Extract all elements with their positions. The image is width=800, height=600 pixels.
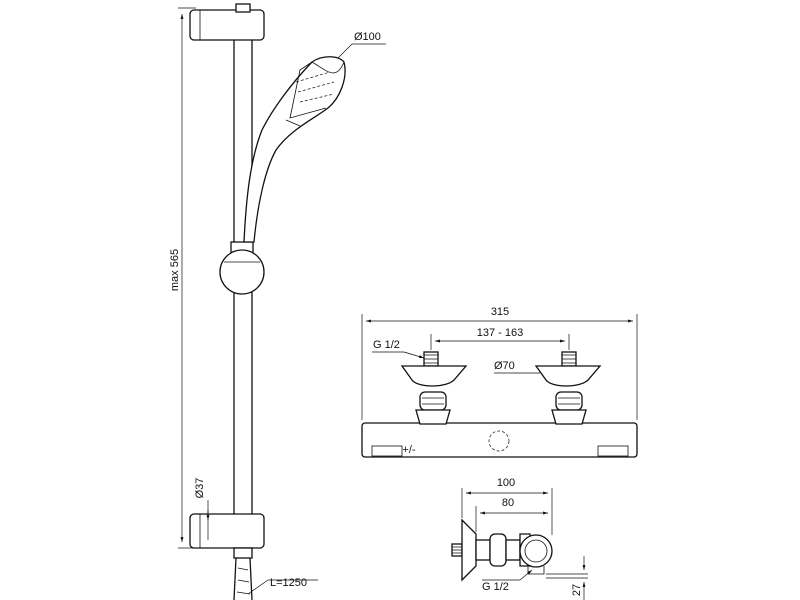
rail-diameter-label: Ø37 <box>194 478 206 499</box>
shower-rail-set <box>189 3 346 600</box>
hose-length-leader: L=1250 <box>247 577 318 595</box>
rail-height-label: max 565 <box>169 249 181 291</box>
hand-shower <box>243 56 346 243</box>
centers-range-label: 137 - 163 <box>477 327 523 339</box>
hot-marker: +/- <box>402 444 415 456</box>
outlet-height-label: 27 <box>571 584 583 596</box>
side-inner-label: 80 <box>502 497 514 509</box>
head-diameter-leader: Ø100 <box>337 31 386 59</box>
top-wall-bracket <box>189 3 265 41</box>
side-dimensions: 100 80 27 G 1/2 <box>461 477 588 600</box>
rail-dimensions: max 565 Ø37 <box>169 7 210 549</box>
outlet-circle <box>488 430 510 452</box>
mixer-side-view <box>451 518 553 582</box>
side-total-label: 100 <box>497 477 515 489</box>
slider-holder <box>219 241 265 295</box>
mixer-width-label: 315 <box>491 306 509 318</box>
left-connection <box>400 351 468 425</box>
shower-hose <box>233 557 253 600</box>
top-thread-label: G 1/2 <box>373 339 400 351</box>
bottom-wall-bracket <box>189 513 265 559</box>
escutcheon-diameter-label: Ø70 <box>494 360 515 372</box>
right-connection <box>534 351 602 425</box>
mixer-dimensions: 315 137 - 163 G 1/2 Ø70 <box>361 306 638 420</box>
hose-length-label: L=1250 <box>270 577 307 589</box>
mixer-body <box>361 422 638 458</box>
mixer-front-view: +/- <box>361 351 638 458</box>
head-diameter-label: Ø100 <box>354 31 381 43</box>
side-thread-label: G 1/2 <box>482 581 509 593</box>
